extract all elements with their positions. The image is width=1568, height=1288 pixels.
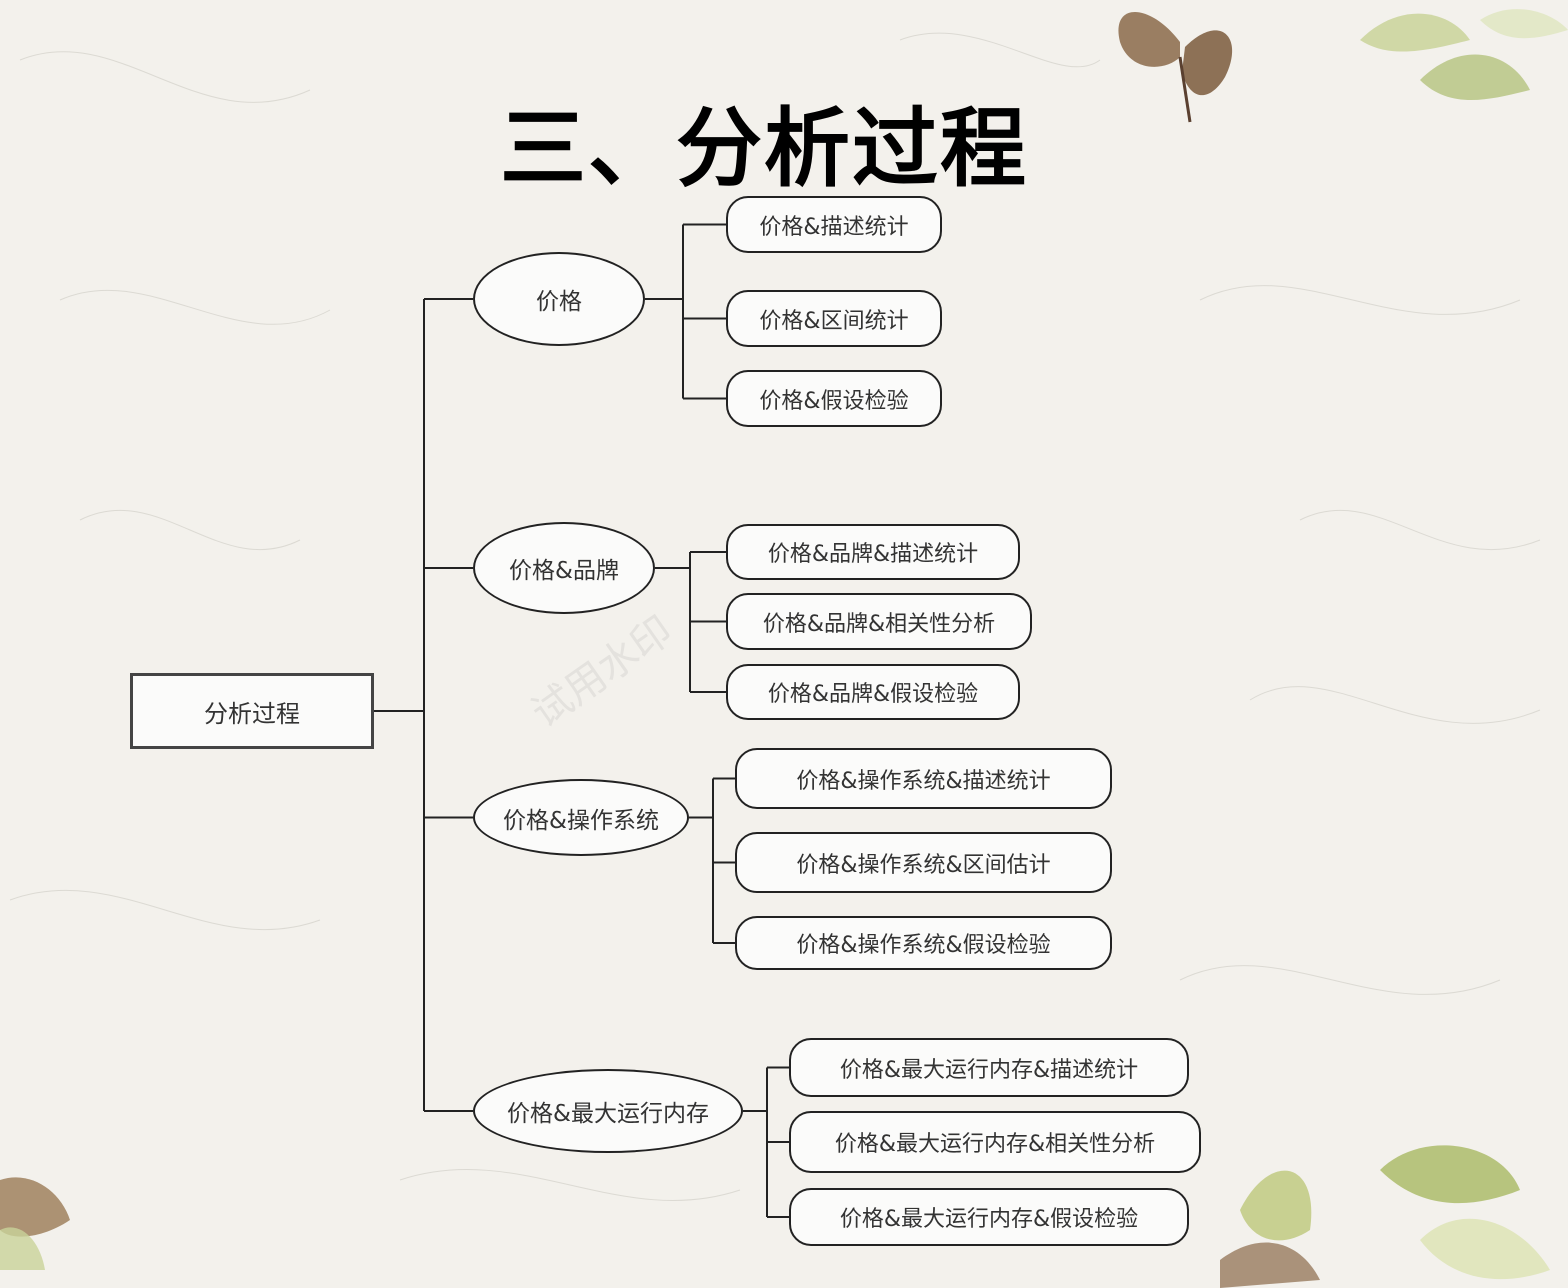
leaf-node: 价格&操作系统&假设检验: [735, 916, 1112, 970]
leaf-node: 价格&区间统计: [726, 290, 942, 347]
leaf-node: 价格&操作系统&描述统计: [735, 748, 1112, 809]
leaf-node: 价格&描述统计: [726, 196, 942, 253]
leaf-node: 价格&操作系统&区间估计: [735, 832, 1112, 893]
branch-node: 价格&品牌: [473, 522, 655, 614]
leaves-decoration-top-right: [1360, 9, 1568, 100]
root-node: 分析过程: [130, 673, 374, 749]
branch-node: 价格: [473, 252, 645, 346]
branch-node: 价格&操作系统: [473, 779, 689, 856]
leaf-node: 价格&最大运行内存&描述统计: [789, 1038, 1189, 1097]
branch-node: 价格&最大运行内存: [473, 1069, 743, 1153]
page-title: 三、分析过程: [500, 99, 1028, 199]
leaf-decoration-bottom-left: [0, 1177, 70, 1270]
leaf-node: 价格&最大运行内存&假设检验: [789, 1188, 1189, 1246]
leaf-node: 价格&品牌&假设检验: [726, 664, 1020, 720]
leaf-node: 价格&假设检验: [726, 370, 942, 427]
leaves-decoration-bottom-right: [1220, 1145, 1550, 1288]
butterfly-icon: [1118, 12, 1233, 123]
leaf-node: 价格&品牌&相关性分析: [726, 593, 1032, 650]
leaf-node: 价格&品牌&描述统计: [726, 524, 1020, 580]
leaf-node: 价格&最大运行内存&相关性分析: [789, 1111, 1201, 1173]
